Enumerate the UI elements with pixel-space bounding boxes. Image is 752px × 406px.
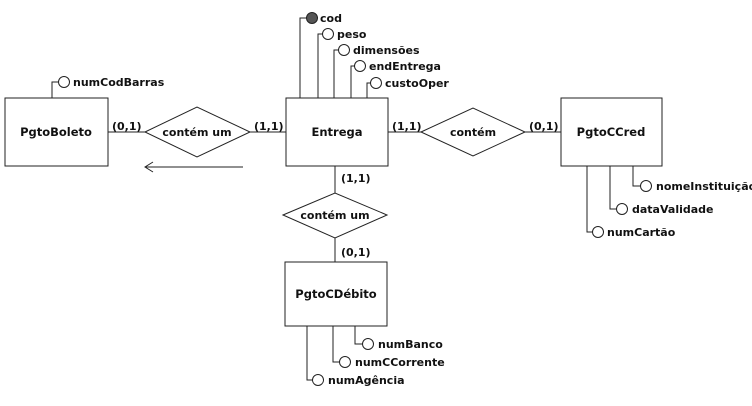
attribute-numcartao-label: numCartão <box>607 226 676 239</box>
attribute-datavalidade-label: dataValidade <box>632 203 714 216</box>
attribute-numccorrente: numCCorrente <box>339 356 445 369</box>
attribute-custooper: custoOper <box>370 77 449 90</box>
attribute-peso: peso <box>322 28 367 41</box>
relationship-entrega-cdebito-label: contém um <box>300 209 369 222</box>
entity-entrega: Entrega <box>285 97 389 167</box>
relationship-boleto-entrega: contém um <box>143 106 252 158</box>
attribute-circle-icon <box>339 356 351 368</box>
attribute-peso-label: peso <box>337 28 367 41</box>
attribute-cod-label: cod <box>320 12 342 25</box>
entity-entrega-label: Entrega <box>311 125 362 139</box>
attribute-numcartao: numCartão <box>592 226 676 239</box>
direction-arrow <box>144 161 243 173</box>
attribute-circle-icon <box>370 77 382 89</box>
attribute-numccorrente-label: numCCorrente <box>355 356 445 369</box>
key-attribute-circle-icon <box>306 12 318 24</box>
attribute-circle-icon <box>592 226 604 238</box>
cardinality-entrega-bottom: (1,1) <box>341 172 371 185</box>
attribute-cod: cod <box>306 12 342 25</box>
attribute-stems <box>51 17 640 381</box>
cardinality-entrega-right: (1,1) <box>392 120 422 133</box>
attribute-numcodbarras-label: numCodBarras <box>73 76 165 89</box>
relationship-entrega-ccred-label: contém <box>450 126 496 139</box>
attribute-circle-icon <box>640 180 652 192</box>
entity-pgto-cdebito-label: PgtoCDébito <box>295 287 377 301</box>
attribute-numbanco-label: numBanco <box>378 338 443 351</box>
attribute-circle-icon <box>58 76 70 88</box>
entity-pgto-ccred-label: PgtoCCred <box>577 125 646 139</box>
cardinality-entrega-left: (1,1) <box>254 120 284 133</box>
attribute-datavalidade: dataValidade <box>616 203 714 216</box>
attribute-endentrega: endEntrega <box>354 60 441 73</box>
entity-pgto-ccred: PgtoCCred <box>560 97 663 167</box>
relationship-boleto-entrega-label: contém um <box>162 126 231 139</box>
attribute-numcodbarras: numCodBarras <box>58 76 165 89</box>
connector-lines <box>108 131 561 262</box>
relationship-entrega-cdebito: contém um <box>281 192 389 239</box>
attribute-custooper-label: custoOper <box>385 77 449 90</box>
entity-pgto-boleto-label: PgtoBoleto <box>20 125 92 139</box>
attribute-endentrega-label: endEntrega <box>369 60 441 73</box>
attribute-circle-icon <box>616 203 628 215</box>
attribute-dimensoes-label: dimensões <box>353 44 420 57</box>
attribute-numagencia: numAgência <box>312 374 405 387</box>
entity-pgto-boleto: PgtoBoleto <box>4 97 109 167</box>
cardinality-boleto: (0,1) <box>112 120 142 133</box>
attribute-dimensoes: dimensões <box>338 44 420 57</box>
attribute-nomeinstituicao: nomeInstituição <box>640 180 752 193</box>
relationship-entrega-ccred: contém <box>419 107 527 157</box>
entity-pgto-cdebito: PgtoCDébito <box>284 261 388 327</box>
cardinality-ccred: (0,1) <box>529 120 559 133</box>
attribute-circle-icon <box>322 28 334 40</box>
attribute-circle-icon <box>312 374 324 386</box>
attribute-circle-icon <box>338 44 350 56</box>
attribute-circle-icon <box>354 60 366 72</box>
cardinality-cdebito: (0,1) <box>341 246 371 259</box>
attribute-circle-icon <box>362 338 374 350</box>
attribute-numagencia-label: numAgência <box>328 374 405 387</box>
attribute-nomeinstituicao-label: nomeInstituição <box>656 180 752 193</box>
attribute-numbanco: numBanco <box>362 338 443 351</box>
